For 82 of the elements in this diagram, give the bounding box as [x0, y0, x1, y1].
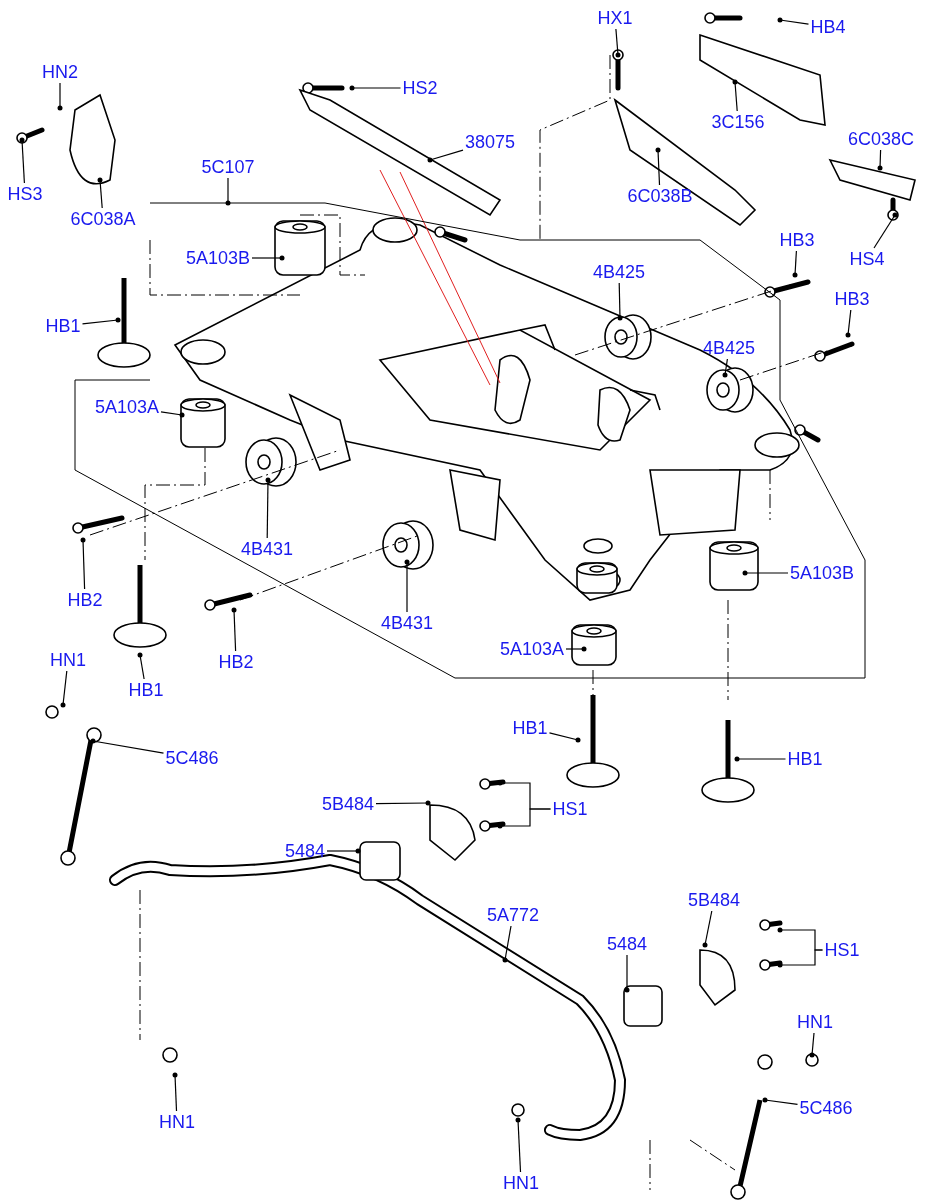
callout-label: HS1	[550, 798, 590, 820]
callout-label: 5A103A	[92, 396, 162, 418]
callout-label: 4B431	[238, 538, 296, 560]
leader-line	[734, 756, 787, 762]
leader-line	[809, 1032, 815, 1058]
leader-line	[702, 910, 713, 948]
callout-label: HB2	[216, 651, 256, 673]
leader-line	[845, 309, 852, 338]
callout-label: 6C038B	[625, 185, 695, 207]
leader-line	[19, 137, 25, 184]
callout-label: HB1	[785, 748, 825, 770]
callout-label: 5A772	[484, 904, 542, 926]
callout-label: HX1	[595, 7, 635, 29]
leader-line	[97, 177, 103, 209]
callout-label: 5A103A	[497, 638, 567, 660]
callout-label: 5C486	[797, 1097, 855, 1119]
leader-line	[349, 85, 402, 91]
callout-label: HN1	[795, 1011, 835, 1033]
callout-label: 5C486	[163, 747, 221, 769]
callout-label: 38075	[462, 131, 518, 153]
leader-line	[326, 848, 361, 854]
leader-line	[502, 925, 512, 963]
callout-label: HN2	[40, 61, 80, 83]
leader-line	[565, 646, 587, 652]
callout-label: HB3	[832, 288, 872, 310]
leader-line	[57, 82, 63, 111]
leader-line	[160, 411, 185, 418]
callout-label: HB1	[126, 679, 166, 701]
callout-label: HN1	[501, 1172, 541, 1194]
leader-line	[624, 954, 630, 993]
leader-line	[722, 358, 728, 378]
leader-line	[265, 477, 271, 539]
leader-line	[762, 1097, 799, 1105]
leader-line	[60, 670, 68, 708]
callout-label: HS2	[400, 77, 440, 99]
callout-label: 5C107	[199, 156, 257, 178]
leader-line	[742, 570, 789, 576]
callout-label: HN1	[48, 649, 88, 671]
leader-line	[427, 149, 464, 163]
callout-label: 4B425	[700, 337, 758, 359]
leader-line	[615, 28, 621, 58]
callout-label: 4B425	[590, 261, 648, 283]
callout-label: 5A103B	[183, 247, 253, 269]
callout-label: 6C038A	[68, 208, 138, 230]
leader-line	[172, 1072, 178, 1112]
callout-label: HS3	[5, 183, 45, 205]
callout-label: 3C156	[709, 111, 767, 133]
leader-line	[251, 255, 285, 261]
leader-line	[90, 738, 165, 754]
callout-label: 5A103B	[787, 562, 857, 584]
leader-line	[732, 79, 738, 112]
callout-label: HS1	[822, 939, 862, 961]
callout-label: HB1	[510, 717, 550, 739]
callout-label: HB2	[65, 589, 105, 611]
leader-line	[80, 537, 86, 590]
leader-line	[81, 317, 121, 325]
leader-line	[225, 177, 231, 206]
leader-line	[777, 949, 824, 968]
callout-label: HS4	[847, 248, 887, 270]
callout-label: HN1	[157, 1111, 197, 1133]
callout-label: HB4	[808, 16, 848, 38]
leader-line	[873, 212, 898, 249]
callout-label: 5484	[605, 933, 649, 955]
leader-line	[137, 652, 145, 680]
leader-line	[515, 1117, 522, 1173]
leader-line	[375, 800, 431, 806]
callout-label: 5484	[283, 840, 327, 862]
leader-line	[497, 808, 552, 829]
callout-label: HB3	[777, 229, 817, 251]
callout-label: 6C038C	[846, 128, 916, 150]
leader-line	[404, 559, 410, 613]
leader-line	[231, 607, 237, 652]
callout-label: 5B484	[319, 793, 377, 815]
leader-line	[548, 732, 581, 743]
callout-label: 5B484	[685, 889, 743, 911]
leader-line	[777, 17, 810, 25]
leader-line	[792, 250, 798, 278]
callout-label: 4B431	[378, 612, 436, 634]
leader-line	[655, 147, 661, 186]
leader-line	[877, 149, 883, 171]
leader-line	[617, 282, 623, 321]
callout-label: HB1	[43, 315, 83, 337]
